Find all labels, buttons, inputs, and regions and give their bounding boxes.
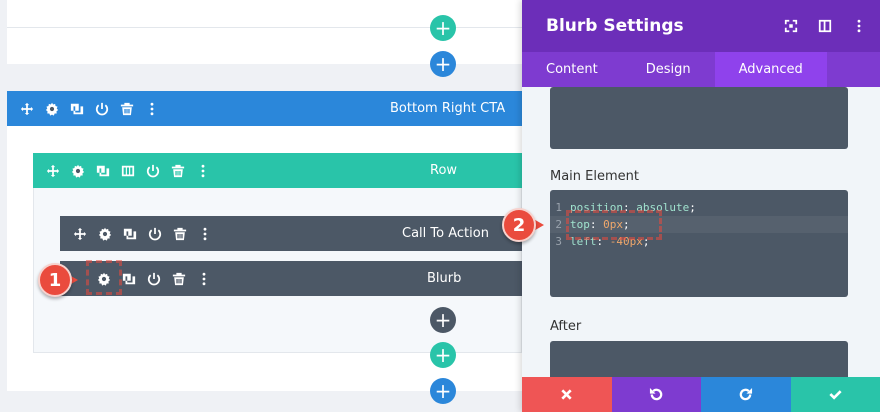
- panel-header: Blurb Settings: [522, 0, 880, 52]
- tab-advanced[interactable]: Advanced: [714, 52, 827, 87]
- after-label: After: [550, 319, 582, 334]
- section-card-top-inner: [7, 0, 522, 28]
- power-icon[interactable]: [147, 272, 161, 286]
- add-section-button-top[interactable]: +: [430, 51, 456, 77]
- cancel-button[interactable]: [522, 377, 612, 412]
- line-number: 2: [555, 218, 562, 231]
- trash-icon[interactable]: [173, 227, 187, 241]
- add-row-button[interactable]: +: [430, 342, 456, 368]
- panel-footer: [522, 377, 880, 412]
- module-toolbar: [60, 272, 211, 286]
- duplicate-icon[interactable]: [122, 272, 136, 286]
- line-number: 1: [555, 201, 562, 214]
- move-icon[interactable]: [20, 102, 34, 116]
- callout-badge: 2: [502, 208, 536, 242]
- before-css-field[interactable]: [550, 87, 848, 149]
- power-icon[interactable]: [95, 102, 109, 116]
- module-toolbar: [60, 227, 212, 241]
- tab-content[interactable]: Content: [546, 62, 598, 77]
- move-icon[interactable]: [73, 227, 87, 241]
- plus-icon: +: [434, 343, 452, 367]
- callout-2: 2: [502, 208, 546, 242]
- columns-icon[interactable]: [121, 164, 135, 178]
- module-title: Call To Action: [402, 226, 489, 241]
- add-row-button-top[interactable]: +: [430, 15, 456, 41]
- more-icon[interactable]: [196, 164, 210, 178]
- css-property: top: [570, 218, 590, 231]
- line-number: 3: [555, 235, 562, 248]
- plus-icon: +: [434, 379, 452, 403]
- panel-title: Blurb Settings: [546, 16, 684, 36]
- duplicate-icon[interactable]: [123, 227, 137, 241]
- trash-icon[interactable]: [120, 102, 134, 116]
- module-bar-call-to-action[interactable]: Call To Action: [60, 216, 522, 251]
- redo-button[interactable]: [701, 377, 791, 412]
- panel-tabs: Content Design Advanced: [522, 52, 880, 87]
- main-element-css-field[interactable]: 1 position: absolute; 2 top: 0px; 3 left…: [550, 190, 848, 297]
- plus-icon: +: [434, 308, 452, 332]
- highlight-box-code-line: [566, 210, 662, 240]
- trash-icon[interactable]: [171, 164, 185, 178]
- tab-design[interactable]: Design: [645, 62, 691, 77]
- colon: :: [622, 201, 630, 214]
- css-value: 0px: [603, 218, 623, 231]
- semicolon: ;: [642, 235, 650, 248]
- code-line-active: 2 top: 0px;: [550, 216, 848, 233]
- split-view-icon[interactable]: [818, 19, 832, 33]
- highlight-box-settings: [86, 260, 122, 295]
- focus-mode-icon[interactable]: [784, 19, 798, 33]
- panel-controls: [784, 19, 866, 33]
- undo-button[interactable]: [611, 377, 701, 412]
- more-icon[interactable]: [197, 272, 211, 286]
- colon: :: [589, 218, 597, 231]
- colon: :: [596, 235, 604, 248]
- callout-1: 1: [38, 263, 82, 297]
- callout-badge: 1: [38, 263, 72, 297]
- duplicate-icon[interactable]: [70, 102, 84, 116]
- power-icon[interactable]: [146, 164, 160, 178]
- semicolon: ;: [689, 201, 696, 214]
- blurb-settings-panel: Blurb Settings Content Design Advanced M…: [522, 0, 880, 412]
- duplicate-icon[interactable]: [96, 164, 110, 178]
- section-toolbar: [7, 102, 159, 116]
- add-module-button[interactable]: +: [430, 307, 456, 333]
- after-css-field[interactable]: [550, 341, 848, 377]
- module-title: Blurb: [427, 271, 462, 286]
- more-icon[interactable]: [198, 227, 212, 241]
- more-icon[interactable]: [145, 102, 159, 116]
- plus-icon: +: [434, 52, 452, 76]
- redo-icon: [738, 387, 753, 402]
- power-icon[interactable]: [148, 227, 162, 241]
- section-bar-bottom-right-cta[interactable]: Bottom Right CTA: [7, 91, 522, 126]
- semicolon: ;: [623, 218, 630, 231]
- row-bar[interactable]: Row: [33, 153, 522, 188]
- add-section-button[interactable]: +: [430, 378, 456, 404]
- gear-icon[interactable]: [45, 102, 59, 116]
- move-icon[interactable]: [46, 164, 60, 178]
- more-icon[interactable]: [852, 19, 866, 33]
- plus-icon: +: [434, 16, 452, 40]
- main-element-label: Main Element: [550, 169, 639, 184]
- row-toolbar: [33, 164, 210, 178]
- close-icon: [559, 387, 574, 402]
- check-icon: [828, 387, 843, 402]
- gear-icon[interactable]: [71, 164, 85, 178]
- trash-icon[interactable]: [172, 272, 186, 286]
- row-title: Row: [430, 163, 458, 178]
- section-title: Bottom Right CTA: [390, 101, 506, 116]
- save-button[interactable]: [790, 377, 880, 412]
- undo-icon: [649, 387, 664, 402]
- module-bar-blurb[interactable]: Blurb: [60, 261, 522, 296]
- panel-body: Main Element 1 position: absolute; 2 top…: [522, 87, 880, 377]
- gear-icon[interactable]: [98, 227, 112, 241]
